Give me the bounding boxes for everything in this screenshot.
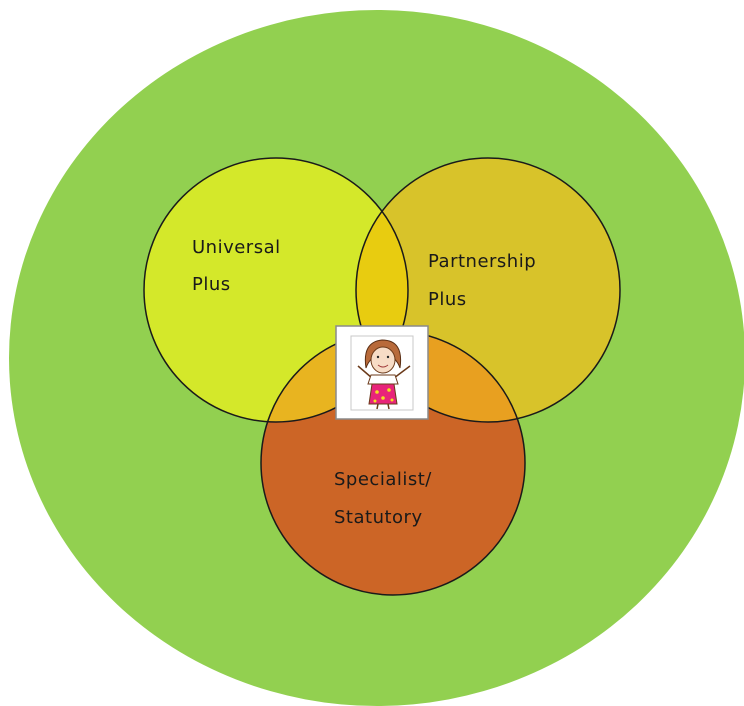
partnership-plus-outline bbox=[355, 157, 621, 423]
universal-plus-outline bbox=[143, 157, 409, 423]
partnership-plus-label-line2: Plus bbox=[428, 289, 467, 310]
specialist-statutory-label-line1: Specialist/ bbox=[334, 469, 432, 490]
universal-plus-label-line2: Plus bbox=[192, 274, 231, 295]
overlap-universal-specialist bbox=[261, 331, 408, 422]
specialist-statutory-label-line2: Statutory bbox=[334, 507, 423, 528]
child-figure-icon bbox=[335, 325, 429, 420]
universal-plus-label-line1: Universal bbox=[192, 237, 281, 258]
partnership-plus-label-line1: Partnership bbox=[428, 251, 536, 272]
overlap-partnership-specialist bbox=[356, 331, 525, 422]
